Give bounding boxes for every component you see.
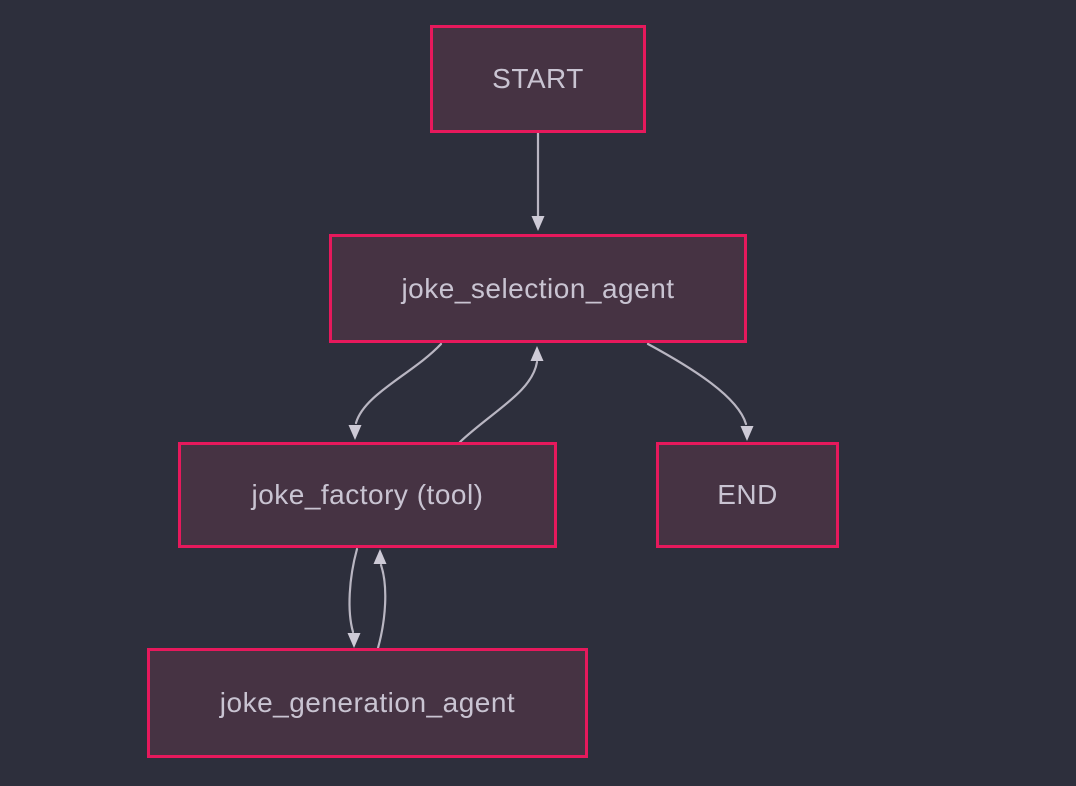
arrowhead-down-icon	[531, 216, 545, 231]
edge-joke-generation-agent-to-joke-factory	[373, 549, 387, 650]
edge-joke-factory-to-joke-selection-agent	[458, 346, 544, 444]
edge-joke-factory-to-joke-generation-agent	[347, 547, 361, 648]
edge-start-to-joke-selection-agent	[531, 131, 545, 231]
arrowhead-down-icon	[348, 425, 362, 440]
edge-joke-selection-agent-to-end	[646, 342, 754, 441]
node-joke-selection-agent: joke_selection_agent	[329, 234, 747, 343]
node-start: START	[430, 25, 646, 133]
node-end-label: END	[717, 479, 778, 510]
edge-joke-selection-agent-to-joke-factory	[348, 342, 443, 440]
arrowhead-down-icon	[740, 426, 754, 441]
node-start-label: START	[492, 63, 584, 94]
node-joke-factory-tool: joke_factory (tool)	[178, 442, 557, 548]
arrowhead-up-icon	[373, 549, 387, 564]
node-joke-factory-tool-label: joke_factory (tool)	[251, 479, 484, 510]
node-joke-generation-agent-label: joke_generation_agent	[219, 687, 516, 718]
node-end: END	[656, 442, 839, 548]
node-joke-generation-agent: joke_generation_agent	[147, 648, 588, 758]
arrowhead-down-icon	[347, 633, 361, 648]
arrowhead-up-icon	[530, 346, 544, 361]
node-joke-selection-agent-label: joke_selection_agent	[401, 272, 675, 304]
